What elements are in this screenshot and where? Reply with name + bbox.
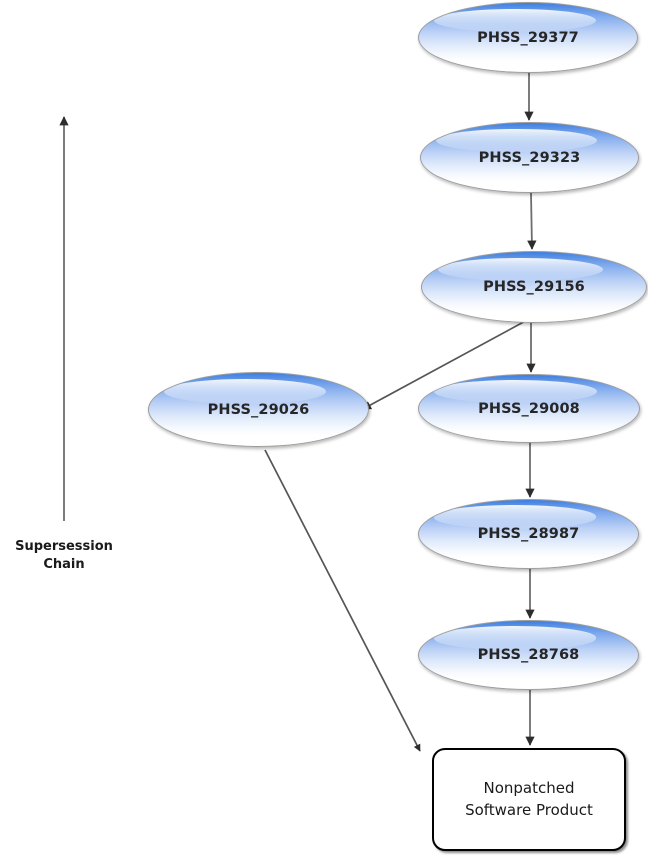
node-phss-28987[interactable]: PHSS_28987 [418, 499, 639, 569]
node-label-line-2: Software Product [465, 800, 593, 819]
node-label: PHSS_28768 [477, 647, 580, 663]
node-phss-29026[interactable]: PHSS_29026 [148, 372, 369, 447]
node-phss-29377[interactable]: PHSS_29377 [418, 2, 638, 73]
caption-line-1: Supersession [15, 539, 113, 554]
supersession-chain-caption: Supersession Chain [0, 538, 128, 573]
edge-29026-product [264, 449, 421, 752]
node-phss-29323[interactable]: PHSS_29323 [420, 122, 639, 193]
edge-29323-29156 [527, 192, 537, 250]
node-label: PHSS_29026 [207, 401, 310, 418]
node-label: PHSS_29156 [483, 279, 585, 295]
node-phss-28768[interactable]: PHSS_28768 [418, 620, 639, 690]
node-phss-29008[interactable]: PHSS_29008 [418, 374, 640, 443]
edge-29156-29026 [362, 317, 532, 410]
node-label-line-1: Nonpatched [483, 779, 575, 798]
node-phss-29156[interactable]: PHSS_29156 [421, 251, 647, 323]
node-nonpatched-software-product[interactable]: Nonpatched Software Product [432, 748, 626, 851]
node-label: PHSS_29323 [478, 149, 581, 166]
node-label: PHSS_29377 [477, 29, 579, 46]
node-label: PHSS_29008 [478, 400, 580, 417]
node-label: PHSS_28987 [477, 526, 580, 542]
caption-line-2: Chain [43, 556, 85, 572]
